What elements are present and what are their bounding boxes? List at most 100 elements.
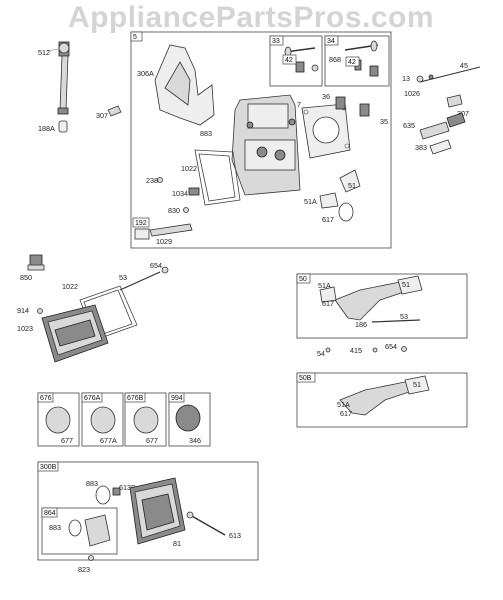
part-51a-top (319, 192, 339, 209)
muffler-part (129, 477, 186, 545)
breather-tube-part (419, 112, 466, 140)
label-81: 81 (173, 539, 181, 548)
label-1026: 1026 (404, 89, 420, 98)
dipstick-seal-part (58, 120, 68, 133)
part-823 (88, 555, 94, 561)
oil-filler-part (27, 254, 45, 271)
part-617-top (338, 202, 354, 222)
label-617-box50b: 617 (340, 409, 352, 418)
box-50 (296, 273, 468, 339)
part-914 (37, 308, 43, 314)
tag-box-42b-text: 42 (348, 59, 356, 66)
part-654-right (401, 346, 407, 352)
spark-arrestor-part (45, 406, 71, 434)
label-677a: 677A (100, 436, 117, 445)
label-238: 238 (146, 176, 158, 185)
tag-box-5 (130, 31, 143, 42)
label-51-top: 51 (348, 181, 356, 190)
box-33 (269, 35, 323, 87)
label-914: 914 (17, 306, 29, 315)
label-307-right: 307 (457, 109, 469, 118)
label-617-top: 617 (322, 215, 334, 224)
tag-box-5-text: 5 (133, 34, 137, 41)
tag-box-50-text: 50 (299, 276, 307, 283)
part-1029 (149, 223, 193, 237)
label-830: 830 (168, 206, 180, 215)
tag-box-994-text: 994 (171, 395, 183, 402)
label-1029: 1029 (156, 237, 172, 246)
label-613: 613 (229, 531, 241, 540)
label-1022-mid: 1022 (62, 282, 78, 291)
label-512: 512 (38, 48, 50, 57)
label-415: 415 (350, 346, 362, 355)
label-635: 635 (403, 121, 415, 130)
label-13: 13 (402, 74, 410, 83)
tag-box-676a-text: 676A (84, 395, 101, 402)
spark-arrestor-a-part (90, 406, 116, 434)
tag-box-676-text: 676 (40, 395, 52, 402)
part-307-right (446, 94, 463, 108)
label-51-box50b: 51 (413, 380, 421, 389)
valve-cover-bolt-part (119, 266, 169, 291)
manifold-bolt-part (371, 319, 421, 323)
box-676b (124, 392, 167, 447)
label-45: 45 (460, 61, 468, 70)
part-383 (429, 139, 452, 155)
gasket-864-part (68, 519, 82, 537)
label-883-muffler: 883 (86, 479, 98, 488)
breather-valve-part (107, 105, 122, 117)
label-883-top: 883 (200, 129, 212, 138)
valve-cover-gasket-part (194, 149, 241, 206)
box-34 (324, 35, 390, 87)
box-864 (41, 507, 118, 555)
tag-box-676b-text: 676B (127, 395, 144, 402)
label-51a-box50: 51A (318, 281, 331, 290)
label-53-box50: 53 (400, 312, 408, 321)
part-54 (325, 347, 331, 353)
label-654-right: 654 (385, 342, 397, 351)
air-shroud-part (154, 44, 215, 126)
label-1034: 1034 (172, 189, 188, 198)
valve-spring-part (335, 96, 370, 117)
dipstick-tube-assembly (46, 41, 70, 115)
label-36: 36 (322, 92, 330, 101)
label-51-box50: 51 (402, 280, 410, 289)
part-613b (112, 487, 121, 496)
tag-box-33-text: 33 (272, 38, 280, 45)
label-1022-top: 1022 (181, 164, 197, 173)
label-51a-top: 51A (304, 197, 317, 206)
part-830 (183, 207, 189, 213)
label-307-left: 307 (96, 111, 108, 120)
part-51-top (339, 169, 361, 193)
tag-box-864-text: 864 (44, 510, 56, 517)
intake-manifold-part (319, 275, 423, 321)
tag-box-192-text: 192 (135, 220, 147, 227)
label-54: 54 (317, 349, 325, 358)
valve-cover-part (41, 304, 109, 363)
box-994 (168, 392, 211, 447)
box-300b (37, 461, 259, 561)
label-883-box864: 883 (49, 523, 61, 532)
label-188a: 188A (38, 124, 55, 133)
label-383: 383 (415, 143, 427, 152)
muffler-bolt-part (186, 511, 226, 536)
exhaust-valve-part (284, 46, 319, 73)
label-306a: 306A (137, 69, 154, 78)
label-1023: 1023 (17, 324, 33, 333)
tag-box-300b-text: 300B (40, 464, 57, 471)
dipstick-part (416, 66, 481, 83)
heat-shield-part (175, 404, 201, 432)
label-613b: 613B (119, 483, 136, 492)
label-868: 868 (329, 55, 341, 64)
part-1034 (188, 187, 200, 196)
flange-864-part (84, 514, 111, 547)
label-51a-box50b: 51A (337, 400, 350, 409)
part-415 (372, 347, 378, 353)
tag-box-34-text: 34 (327, 38, 335, 45)
muffler-gasket-part (95, 485, 111, 505)
tag-box-42a-text: 42 (285, 57, 293, 64)
label-677-b: 677 (146, 436, 158, 445)
watermark-text: AppliancePartsPros.com (68, 1, 434, 34)
head-gasket-part (301, 103, 351, 159)
